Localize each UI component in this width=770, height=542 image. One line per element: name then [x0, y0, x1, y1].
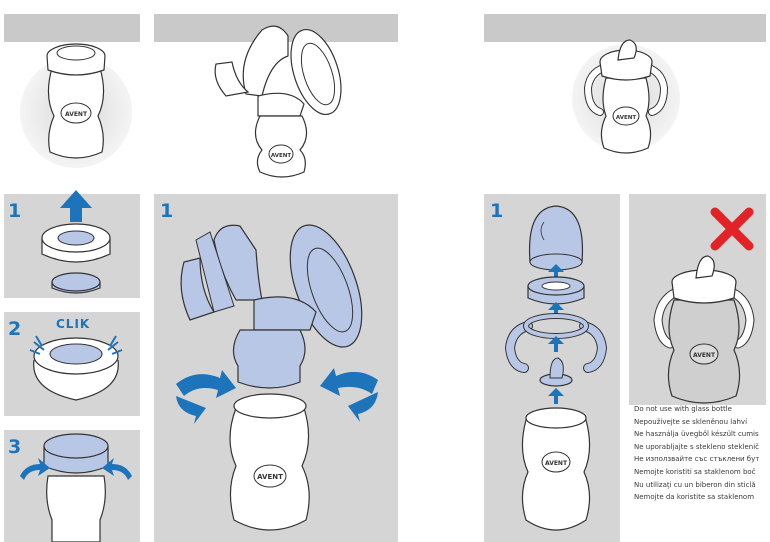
assembled-ring-illustration [30, 336, 122, 400]
ring-and-disc-illustration [42, 190, 110, 293]
step-number-2-left: 2 [8, 320, 21, 339]
warning-line: Ne uporabljajte s stekleno steklenič [634, 441, 766, 454]
glass-bottle-illustration: AVENT [658, 256, 750, 403]
svg-text:AVENT: AVENT [257, 473, 283, 481]
step-number-1-right: 1 [490, 202, 503, 221]
warning-line: Nemojte koristiti sa staklenom boč [634, 466, 766, 479]
clik-label: CLIK [56, 317, 90, 331]
blue-rotate-arrow-icon [320, 368, 378, 396]
warning-line: Ne használja üvegből készült cumis [634, 428, 766, 441]
svg-text:AVENT: AVENT [271, 153, 292, 159]
step-number-1-left: 1 [8, 202, 21, 221]
warning-line: Do not use with glass bottle [634, 403, 766, 416]
svg-text:AVENT: AVENT [616, 115, 637, 121]
svg-text:AVENT: AVENT [65, 111, 88, 118]
warning-line: Nemojte da koristite sa staklenom [634, 491, 766, 504]
blue-arrow-down-icon [548, 388, 564, 404]
blue-rotate-arrow-icon [176, 370, 236, 398]
step-number-1-middle: 1 [160, 202, 173, 221]
bottle-with-cap-illustration: AVENT [20, 44, 132, 168]
warning-line: Не използвайте със стъклени бут [634, 453, 766, 466]
pump-on-bottle-illustration: AVENT [215, 23, 350, 177]
cup-assembly-exploded-illustration: AVENT [510, 206, 602, 530]
warning-line: Nu utilizaţi cu un biberon din sticlă [634, 479, 766, 492]
warning-line: Nepoužívejte se skleněnou lahví [634, 416, 766, 429]
cap-twist-illustration [20, 434, 132, 542]
blue-arrow-up-icon [60, 190, 92, 222]
step-number-3-left: 3 [8, 438, 21, 457]
pump-assembly-illustration: AVENT [176, 216, 378, 530]
svg-text:AVENT: AVENT [693, 352, 716, 359]
red-cross-icon [715, 212, 749, 246]
svg-text:AVENT: AVENT [545, 460, 568, 467]
bottle-with-handles-illustration: AVENT [572, 40, 680, 153]
glass-bottle-warning-list: Do not use with glass bottle Nepoužívejt… [634, 403, 766, 542]
